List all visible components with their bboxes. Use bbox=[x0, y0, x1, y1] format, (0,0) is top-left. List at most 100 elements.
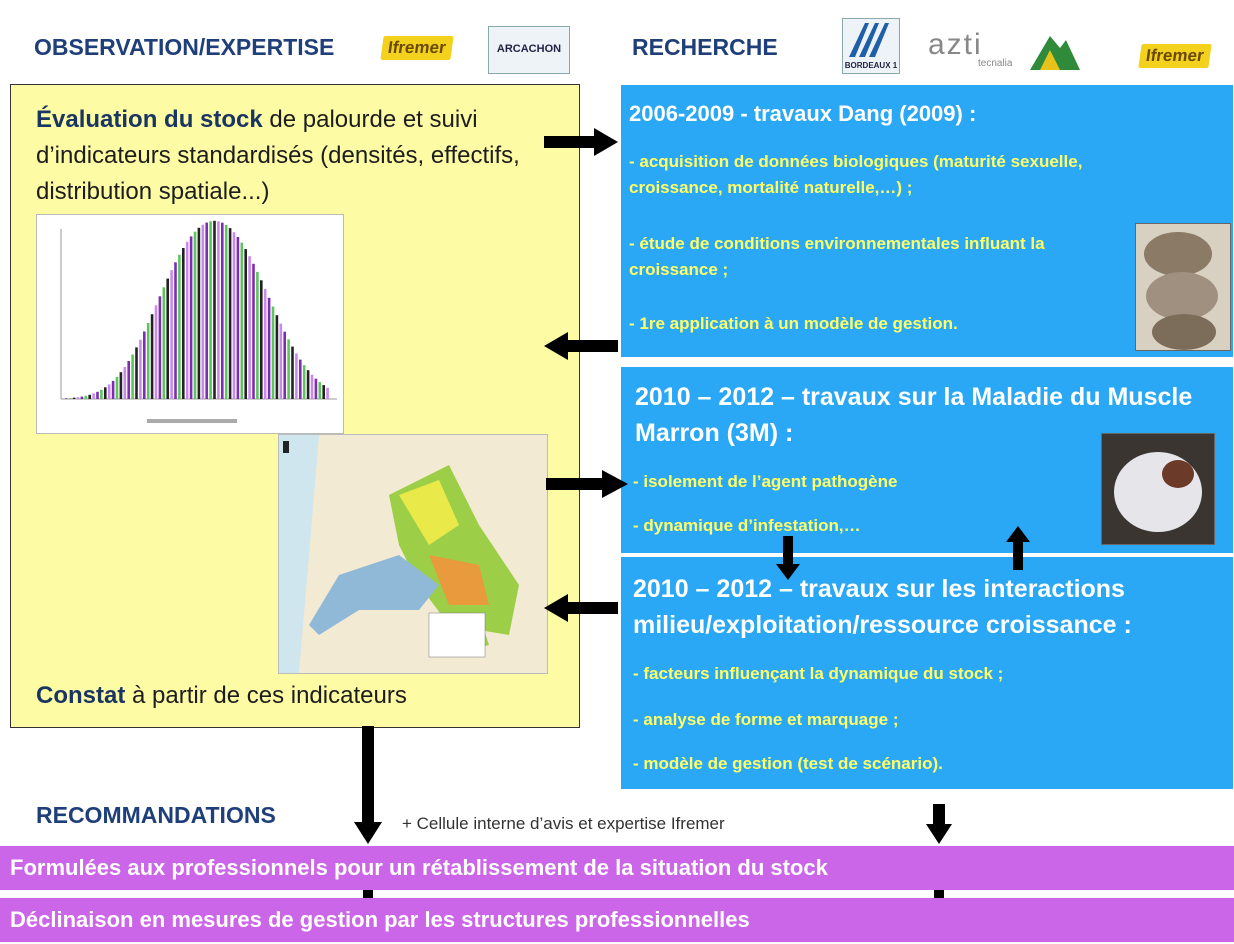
histogram-bar bbox=[232, 232, 236, 399]
histogram-bar bbox=[76, 397, 80, 399]
arrow-box3-to-box2 bbox=[1006, 526, 1030, 570]
constat-bold: Constat bbox=[36, 682, 126, 709]
arrow-from-box3 bbox=[544, 594, 618, 622]
stock-evaluation-rest: de palourde et suivi d’indicateurs stand… bbox=[36, 106, 520, 205]
box2-title: 2010 – 2012 – travaux sur la Maladie du … bbox=[635, 383, 1193, 447]
histogram-bar bbox=[224, 225, 228, 399]
box1-item-environment: - étude de conditions environnementales … bbox=[629, 234, 1045, 279]
research-box-interactions: 2010 – 2012 – travaux sur les interactio… bbox=[620, 556, 1234, 790]
recommandations-title: RECOMMANDATIONS bbox=[36, 802, 276, 828]
arrow-box2-to-box3 bbox=[776, 536, 800, 580]
histogram-bar bbox=[170, 270, 173, 399]
histogram-bar bbox=[100, 389, 103, 399]
histogram-bar bbox=[92, 393, 95, 399]
histogram-bar bbox=[178, 254, 181, 399]
mountain-logo-icon bbox=[1030, 36, 1080, 70]
histogram-bar bbox=[158, 296, 162, 399]
histogram-bar bbox=[279, 323, 283, 399]
histogram-bar bbox=[80, 396, 84, 399]
box2-item-infestation: - dynamique d’infestation,… bbox=[633, 516, 861, 535]
histogram-bar bbox=[322, 385, 325, 399]
histogram-bar bbox=[107, 384, 111, 399]
histogram-bar bbox=[127, 361, 130, 399]
arrow-to-box1 bbox=[544, 128, 618, 156]
histogram-bar bbox=[302, 365, 306, 399]
histogram-bar bbox=[287, 339, 290, 399]
histogram-bar bbox=[217, 221, 220, 399]
box2-item-pathogen: - isolement de l’agent pathogène bbox=[633, 472, 898, 491]
histogram-bar bbox=[256, 271, 259, 399]
histogram-bar bbox=[143, 331, 146, 399]
histogram-bar bbox=[131, 354, 134, 399]
histogram-bar bbox=[96, 391, 99, 399]
histogram-bar bbox=[193, 231, 197, 399]
size-histogram-svg bbox=[60, 220, 337, 423]
recherche-title: RECHERCHE bbox=[632, 34, 778, 60]
clam-shell-photo bbox=[1135, 223, 1231, 351]
histogram-bar bbox=[291, 346, 294, 399]
histogram-bar bbox=[139, 339, 142, 399]
box1-item-model: - 1re application à un modèle de gestion… bbox=[629, 314, 958, 333]
histogram-bar bbox=[318, 382, 322, 399]
research-box-2006-2009: 2006-2009 - travaux Dang (2009) : - acqu… bbox=[620, 84, 1234, 358]
arrow-from-box1 bbox=[544, 332, 618, 360]
stock-map-figure bbox=[278, 434, 548, 674]
histogram-bar bbox=[123, 367, 127, 399]
arrow-to-box2 bbox=[546, 470, 628, 498]
university-logo bbox=[1026, 26, 1082, 74]
histogram-bar bbox=[115, 376, 119, 399]
arrow-left-to-recommendations bbox=[354, 726, 382, 844]
histogram-bar bbox=[111, 380, 115, 399]
histogram-bar bbox=[299, 359, 302, 399]
histogram-bar bbox=[68, 398, 72, 399]
histogram-bar bbox=[201, 224, 205, 399]
clam-shell-image bbox=[1144, 232, 1218, 350]
histogram-bar bbox=[88, 394, 91, 399]
histogram-bar bbox=[162, 287, 166, 399]
histogram-bar bbox=[185, 241, 189, 399]
histogram-bar bbox=[65, 398, 68, 399]
observation-expertise-title: OBSERVATION/EXPERTISE bbox=[34, 34, 335, 60]
constat-rest: à partir de ces indicateurs bbox=[125, 682, 407, 709]
recommendation-bar-1: Formulées aux professionnels pour un rét… bbox=[0, 846, 1234, 890]
stock-evaluation-text: Évaluation du stock de palourde et suivi… bbox=[36, 102, 576, 210]
histogram-bar bbox=[197, 227, 201, 399]
histogram-bar bbox=[260, 280, 263, 399]
histogram-bar bbox=[267, 297, 271, 399]
histogram-bar bbox=[182, 248, 185, 399]
histogram-bar bbox=[119, 372, 123, 399]
histogram-bar bbox=[166, 278, 169, 399]
cellule-text: + Cellule interne d’avis et expertise If… bbox=[402, 814, 725, 833]
box1-item-biology: - acquisition de données biologiques (ma… bbox=[629, 152, 1083, 197]
bordeaux-label: BORDEAUX 1 bbox=[844, 61, 898, 70]
histogram-bar bbox=[240, 242, 244, 399]
bordeaux-logo: BORDEAUX 1 bbox=[842, 18, 900, 74]
histogram-bar bbox=[213, 220, 216, 399]
stock-evaluation-bold: Évaluation du stock bbox=[36, 106, 263, 133]
stock-map-svg bbox=[279, 435, 547, 673]
histogram-bar bbox=[263, 289, 267, 399]
bordeaux-stripes-icon bbox=[849, 23, 889, 57]
muscle-disease-image bbox=[1114, 452, 1202, 532]
box3-item-shape: - analyse de forme et marquage ; bbox=[633, 710, 899, 729]
histogram-bar bbox=[252, 263, 255, 399]
histogram-bar bbox=[295, 353, 298, 399]
box1-title: 2006-2009 - travaux Dang (2009) : bbox=[629, 101, 977, 126]
histogram-bar bbox=[146, 323, 150, 399]
histogram-bar bbox=[326, 387, 329, 399]
histogram-bar bbox=[135, 347, 138, 399]
histogram-bar bbox=[72, 397, 76, 399]
histogram-bar bbox=[209, 221, 212, 399]
histogram-bar bbox=[283, 331, 286, 399]
histogram-bar bbox=[228, 228, 232, 399]
histogram-bar bbox=[154, 305, 158, 399]
histogram-bar bbox=[236, 237, 240, 399]
histogram-bar bbox=[104, 387, 107, 399]
histogram-bar bbox=[244, 249, 247, 399]
arcachon-logo: ARCACHON bbox=[488, 26, 570, 74]
box3-item-factors: - facteurs influençant la dynamique du s… bbox=[633, 664, 1004, 683]
histogram-bar bbox=[84, 395, 88, 399]
recommendation-bar-2: Déclinaison en mesures de gestion par le… bbox=[0, 898, 1234, 942]
histogram-bar bbox=[271, 306, 275, 399]
histogram-bar bbox=[174, 262, 177, 399]
